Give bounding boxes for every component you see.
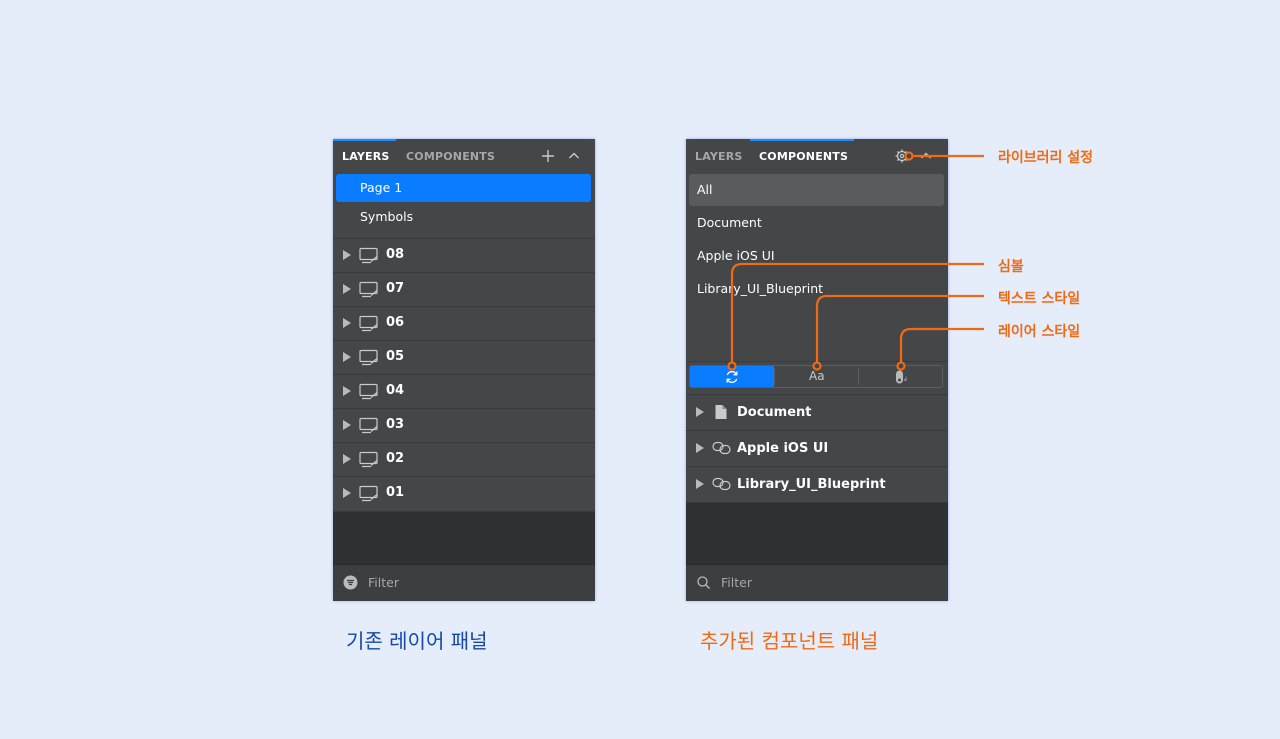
tab-components[interactable]: COMPONENTS [759,150,849,163]
segment-symbols[interactable] [690,366,774,387]
layers-filter-bar[interactable]: Filter [333,564,595,601]
disclosure-triangle-icon[interactable] [343,420,351,430]
gear-icon[interactable] [894,148,910,164]
search-icon[interactable] [696,575,711,590]
callout-dot-layer-styles [896,361,906,371]
filter-input[interactable]: Filter [368,575,399,590]
component-group-label: Document [737,405,812,420]
component-group-row[interactable]: Library_UI_Blueprint [686,466,948,502]
artboard-label: 01 [386,485,405,500]
disclosure-triangle-icon[interactable] [343,488,351,498]
active-tab-indicator [750,139,854,141]
disclosure-triangle-icon[interactable] [343,284,351,294]
artboard-icon [359,315,378,332]
filter-icon[interactable] [343,575,358,590]
segment-text-styles[interactable]: Aa [775,366,858,387]
annotation-library-settings: 라이브러리 설정 [998,150,1094,166]
annotation-layer-styles: 레이어 스타일 [998,324,1081,340]
tab-layers[interactable]: LAYERS [342,150,390,163]
active-tab-indicator [333,139,396,141]
artboard-label: 02 [386,451,405,466]
page-item-symbols[interactable]: Symbols [360,209,414,224]
library-item-library-ui-blueprint[interactable]: Library_UI_Blueprint [697,281,824,296]
annotation-symbols: 심볼 [998,259,1024,275]
artboard-row[interactable]: 05 [333,340,595,374]
disclosure-triangle-icon[interactable] [343,386,351,396]
artboard-label: 06 [386,315,405,330]
artboard-icon [359,383,378,400]
layer-style-icon [896,370,907,384]
artboard-icon [359,451,378,468]
callout-dot-library-settings [904,151,914,161]
caption-existing-layers-panel: 기존 레이어 패널 [346,629,488,653]
disclosure-triangle-icon[interactable] [343,250,351,260]
library-link-icon [712,441,731,455]
artboard-row[interactable]: 07 [333,272,595,306]
artboard-icon [359,417,378,434]
callout-line-layer-styles [899,327,984,363]
components-panel: LAYERS COMPONENTS All Document Apple iOS… [686,139,948,601]
artboard-row[interactable]: 02 [333,442,595,476]
library-link-icon [712,477,731,491]
disclosure-triangle-icon[interactable] [696,479,704,489]
artboard-row[interactable]: 06 [333,306,595,340]
layers-empty-area [333,511,595,566]
layers-panel-tabbar: LAYERS COMPONENTS [333,139,595,173]
symbols-icon [726,371,738,383]
artboard-label: 05 [386,349,405,364]
artboard-label: 04 [386,383,405,398]
document-icon [715,405,727,419]
caption-added-components-panel: 추가된 컴포넌트 패널 [700,629,879,653]
disclosure-triangle-icon[interactable] [343,352,351,362]
artboard-icon [359,281,378,298]
layers-panel: LAYERS COMPONENTS Page 1 Symbols 08 07 0… [333,139,595,601]
components-filter-bar[interactable]: Filter [686,564,948,601]
filter-input[interactable]: Filter [721,575,752,590]
artboard-icon [359,349,378,366]
library-item-document[interactable]: Document [697,215,762,230]
artboard-row[interactable]: 04 [333,374,595,408]
text-style-label: Aa [809,369,825,383]
artboard-row[interactable]: 03 [333,408,595,442]
component-group-row[interactable]: Document [686,394,948,430]
plus-icon[interactable] [540,148,556,164]
tab-components[interactable]: COMPONENTS [406,150,496,163]
segment-divider [774,368,775,385]
segment-divider [858,368,859,385]
artboard-row[interactable]: 08 [333,238,595,272]
disclosure-triangle-icon[interactable] [343,318,351,328]
disclosure-triangle-icon[interactable] [696,407,704,417]
artboard-label: 08 [386,247,405,262]
component-group-row[interactable]: Apple iOS UI [686,430,948,466]
tab-layers[interactable]: LAYERS [695,150,743,163]
segment-layer-styles[interactable] [859,366,942,387]
library-item-apple-ios-ui[interactable]: Apple iOS UI [697,248,775,263]
chevron-up-icon[interactable] [566,148,582,164]
components-empty-area [686,502,948,566]
library-item-all[interactable]: All [689,174,944,206]
artboard-label: 03 [386,417,405,432]
callout-line-text-styles [815,294,984,363]
component-group-label: Apple iOS UI [737,441,829,456]
artboard-icon [359,485,378,502]
annotation-text-styles: 텍스트 스타일 [998,291,1081,307]
callout-dot-text-styles [812,361,822,371]
artboard-row[interactable]: 01 [333,476,595,510]
page-item-page-1[interactable]: Page 1 [336,174,591,202]
callout-dot-symbols [727,361,737,371]
artboard-icon [359,247,378,264]
disclosure-triangle-icon[interactable] [343,454,351,464]
components-panel-tabbar: LAYERS COMPONENTS [686,139,948,173]
artboard-label: 07 [386,281,405,296]
callout-line-symbols [730,262,984,363]
disclosure-triangle-icon[interactable] [696,443,704,453]
component-group-label: Library_UI_Blueprint [737,477,886,492]
